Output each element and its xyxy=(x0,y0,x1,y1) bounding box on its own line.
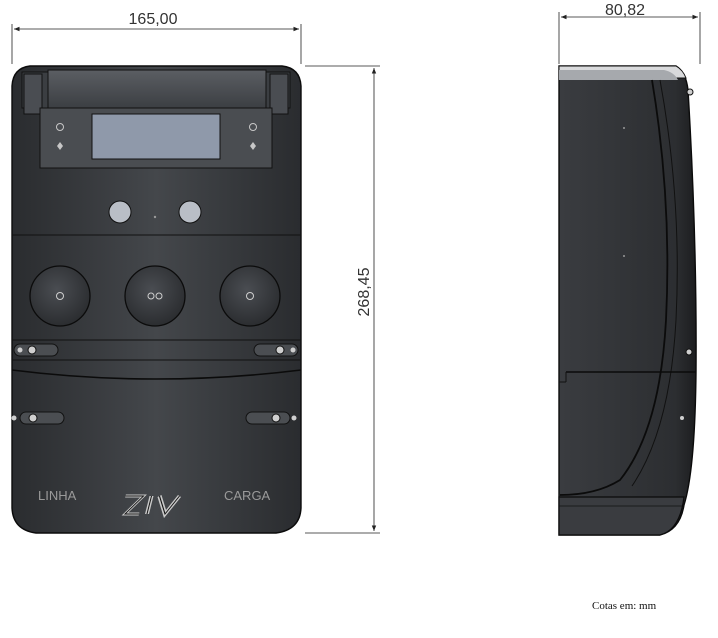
display-window xyxy=(91,113,221,160)
seal-right-upper xyxy=(253,343,299,357)
plate-screw-icon xyxy=(249,123,257,131)
line-label: LINHA xyxy=(38,488,77,503)
seal-left-upper xyxy=(13,343,59,357)
plate-diamond-icon xyxy=(57,142,63,150)
plate-diamond-icon xyxy=(250,142,256,150)
front-height-dimension: 268,45 xyxy=(305,65,380,534)
side-view xyxy=(558,65,697,536)
front-lid-strip xyxy=(47,69,267,111)
front-width-dimension: 165,00 xyxy=(11,11,302,64)
terminal-knob-right xyxy=(219,265,281,327)
front-view: LINHA CARGA xyxy=(11,65,302,534)
brand-logo xyxy=(121,494,182,519)
front-button-right[interactable] xyxy=(178,200,202,224)
side-depth-value: 80,82 xyxy=(605,2,645,19)
front-button-left[interactable] xyxy=(108,200,132,224)
side-base xyxy=(558,496,685,536)
center-dot xyxy=(153,215,157,219)
side-hinge-icon xyxy=(686,88,694,96)
side-depth-dimension: 80,82 xyxy=(558,2,701,64)
plate-screw-icon xyxy=(56,123,64,131)
load-label: CARGA xyxy=(224,488,271,503)
front-lid-hinge-left xyxy=(23,73,43,115)
side-lid-highlight xyxy=(559,70,678,80)
side-cover-curve xyxy=(559,79,669,496)
units-note: Cotas em: mm xyxy=(592,600,657,612)
seal-left-lower xyxy=(11,411,65,425)
side-dot xyxy=(623,255,625,257)
side-dot xyxy=(623,127,625,129)
cover-edge-curve xyxy=(11,369,302,380)
front-height-value: 268,45 xyxy=(356,267,373,316)
terminal-knob-center xyxy=(124,265,186,327)
front-width-value: 165,00 xyxy=(129,11,178,28)
terminal-knob-left xyxy=(29,265,91,327)
side-seal-icon xyxy=(680,416,684,420)
seal-right-lower xyxy=(245,411,297,425)
side-body xyxy=(558,65,697,536)
side-cover-curve-inner xyxy=(631,79,678,487)
front-lid-hinge-right xyxy=(269,73,289,115)
side-seal-icon xyxy=(685,348,693,356)
